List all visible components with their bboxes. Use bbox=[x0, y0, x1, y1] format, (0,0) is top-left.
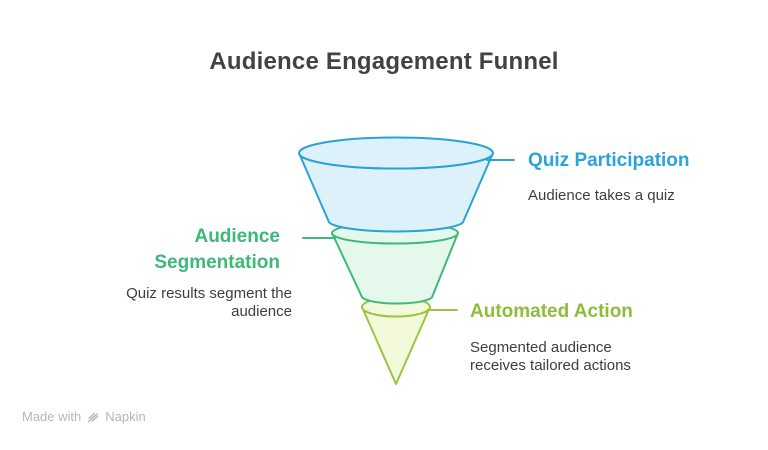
funnel-stage-quiz-participation-ellipse bbox=[298, 136, 494, 170]
diagram-title: Audience Engagement Funnel bbox=[209, 48, 559, 75]
watermark-brand: Napkin bbox=[105, 409, 146, 424]
napkin-logo-icon bbox=[86, 410, 100, 424]
stage-label-automated-action: Automated Action bbox=[470, 301, 633, 322]
watermark: Made with Napkin bbox=[22, 409, 146, 424]
watermark-text: Made with bbox=[22, 409, 82, 424]
funnel-stage-automated-action-body bbox=[361, 306, 431, 385]
stage-label-group-automated-action: Automated Action Segmented audience rece… bbox=[470, 299, 660, 375]
stage-description-automated-action: Segmented audience receives tailored act… bbox=[470, 338, 631, 374]
stage-description-quiz-participation: Audience takes a quiz bbox=[528, 186, 675, 204]
stage-label-audience-segmentation: Audience Segmentation bbox=[154, 226, 280, 273]
stage-label-group-quiz-participation: Quiz Participation Audience takes a quiz bbox=[528, 148, 690, 205]
stage-label-quiz-participation: Quiz Participation bbox=[528, 150, 690, 171]
stage-description-audience-segmentation: Quiz results segment the audience bbox=[126, 285, 292, 321]
stage-label-group-audience-segmentation: Audience Segmentation Quiz results segme… bbox=[110, 224, 292, 321]
